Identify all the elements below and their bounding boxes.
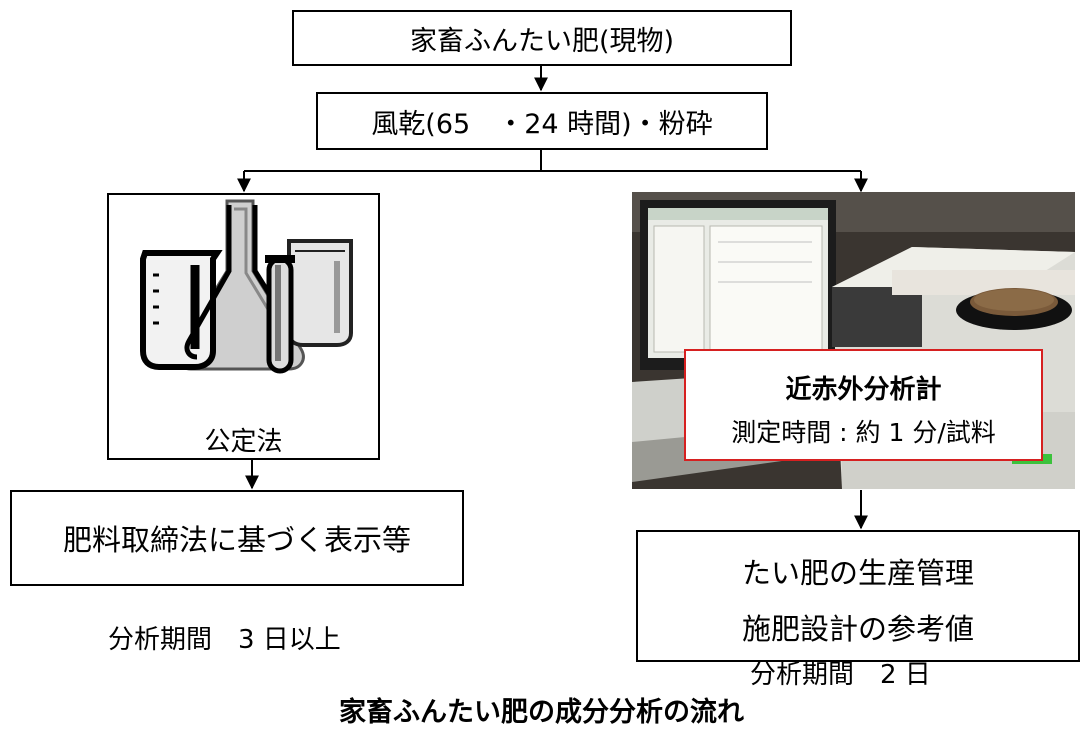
figure-caption: 家畜ふんたい肥の成分分析の流れ (339, 697, 744, 728)
right-analysis-period: 分析期間 2 日 (750, 660, 931, 690)
drying-grinding-label: 風乾(65 ・24 時間)・粉砕 (371, 108, 713, 140)
production-management-line1: たい肥の生産管理 (741, 556, 974, 590)
raw-manure-box: 家畜ふんたい肥(現物) (292, 10, 792, 66)
labeling-result-box: 肥料取締法に基づく表示等 (10, 490, 464, 586)
nir-measure-time: 測定時間 : 約 1 分/試料 (731, 418, 996, 447)
lab-glassware-icon (140, 199, 353, 374)
raw-manure-label: 家畜ふんたい肥(現物) (409, 25, 675, 57)
production-management-box: たい肥の生産管理 施肥設計の参考値 (636, 530, 1080, 662)
drying-grinding-box: 風乾(65 ・24 時間)・粉砕 (316, 92, 768, 150)
nir-analyzer-label: 近赤外分析計 測定時間 : 約 1 分/試料 (684, 349, 1043, 461)
official-method-box: 公定法 (107, 193, 380, 460)
nir-analyzer-name: 近赤外分析計 (785, 375, 942, 405)
production-management-line2: 施肥設計の参考値 (741, 612, 974, 646)
official-method-label: 公定法 (204, 427, 283, 457)
labeling-result-label: 肥料取締法に基づく表示等 (62, 523, 411, 557)
left-analysis-period: 分析期間 3 日以上 (108, 625, 341, 655)
